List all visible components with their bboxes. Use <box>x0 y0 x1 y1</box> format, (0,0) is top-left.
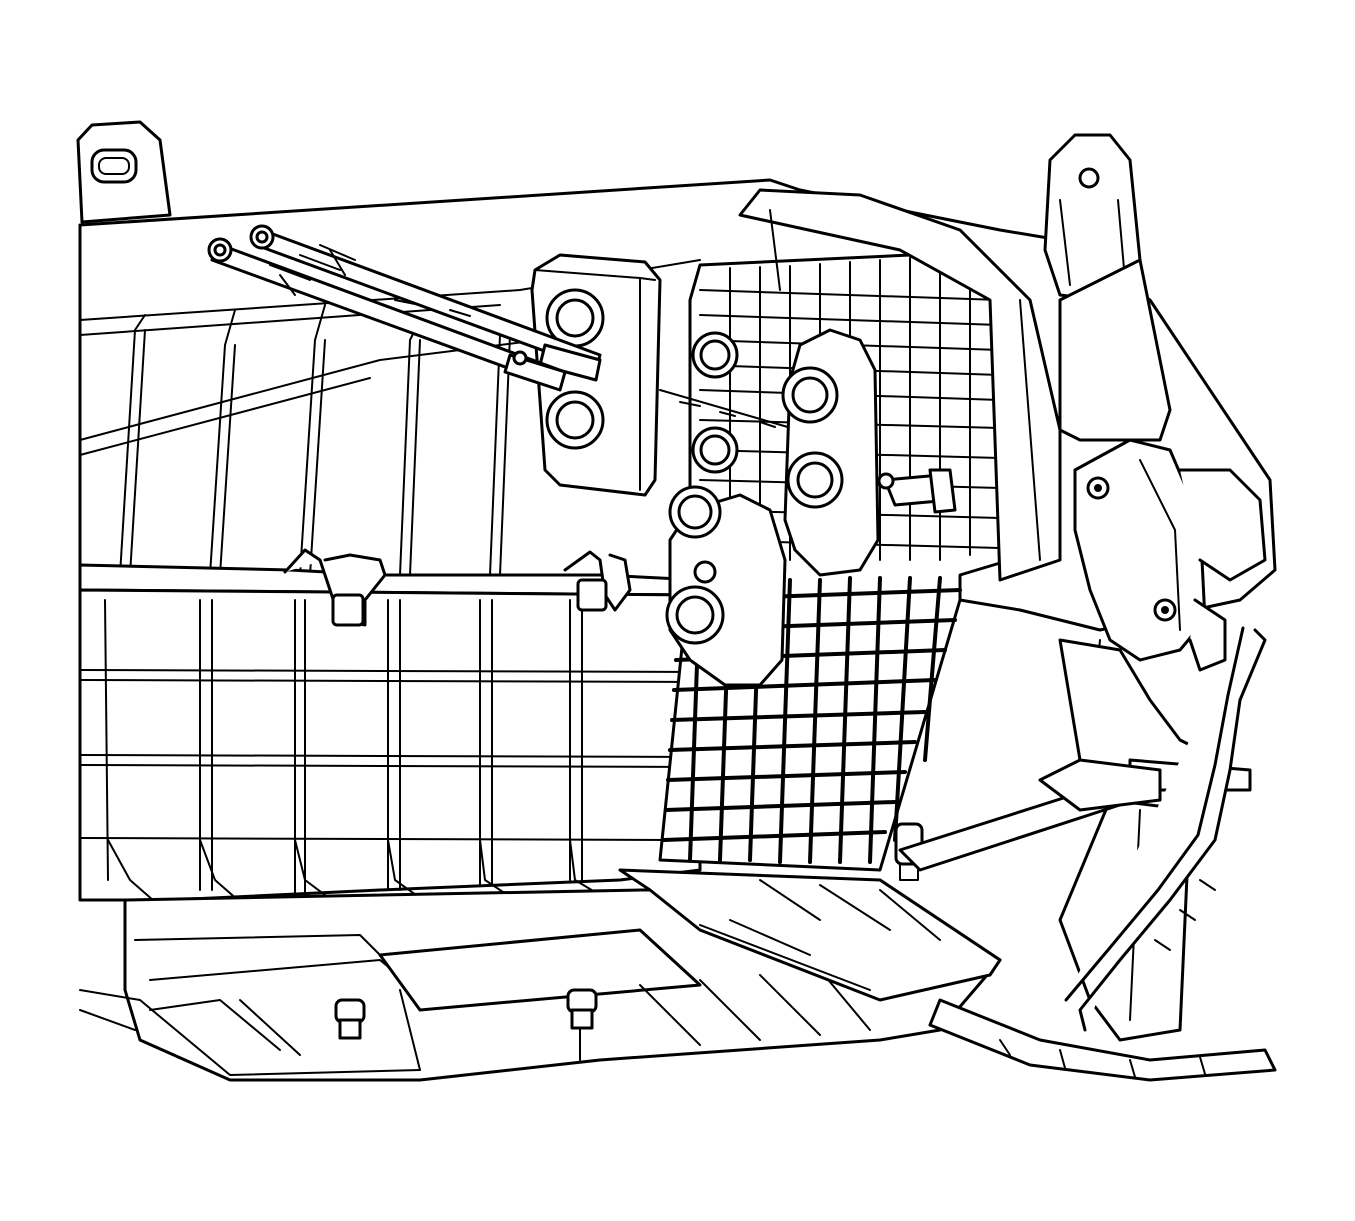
grid-ring-lower <box>691 426 739 474</box>
tube-fitting-block <box>665 485 787 687</box>
long-bolt-upper <box>249 224 602 382</box>
drain-hose <box>928 626 1277 1082</box>
tray-stud-2 <box>566 988 598 1030</box>
retaining-clip-right <box>563 550 632 612</box>
lower-deflector-plate <box>618 758 1162 1002</box>
grid-ring-upper <box>691 331 739 379</box>
case-grid-lower <box>78 588 702 916</box>
retaining-clip-left <box>283 548 387 627</box>
tray-stud-1 <box>334 998 366 1040</box>
right-mount-hole <box>1078 167 1100 189</box>
bottom-tray <box>79 822 1002 1082</box>
evaporator-fitting-block <box>781 328 957 577</box>
right-bracket <box>738 188 1172 582</box>
long-bolt-lower <box>207 237 567 392</box>
